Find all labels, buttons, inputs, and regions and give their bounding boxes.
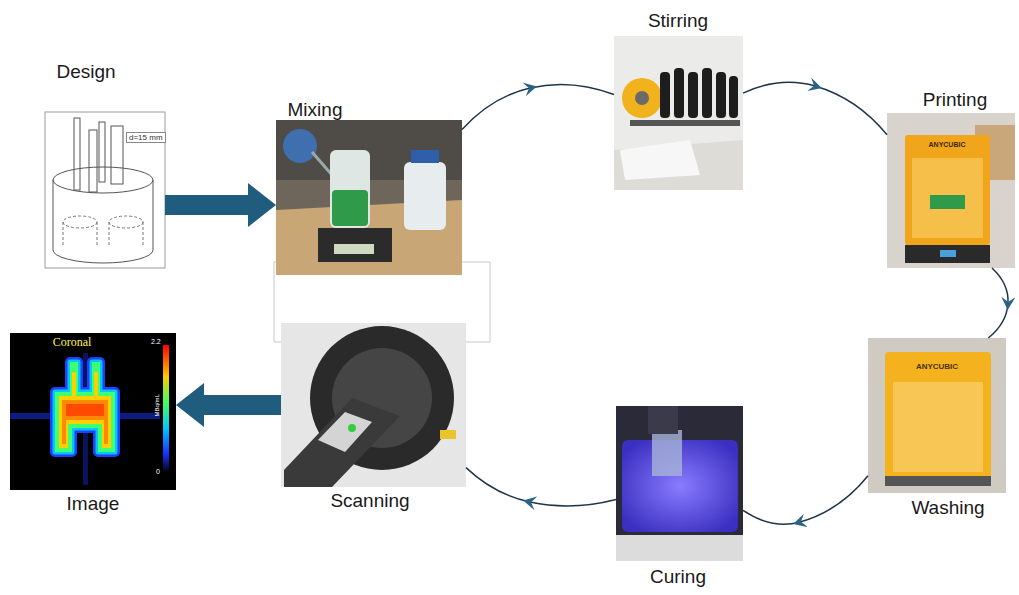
step-caption: Design <box>56 60 115 84</box>
scanning-photo <box>281 323 466 487</box>
pet-image <box>10 333 176 490</box>
photo-label: ANYCUBIC <box>916 362 958 371</box>
step-node: Mixing <box>276 98 462 275</box>
printing-photo <box>887 113 1015 268</box>
photo-label: 0 <box>156 468 160 476</box>
cycle-connector <box>988 268 1008 338</box>
design-drawing <box>45 112 165 268</box>
photo-label: d=15 mm <box>126 132 166 143</box>
photo-label: ANYCUBIC <box>929 141 966 149</box>
step-node: Printing <box>887 88 1015 268</box>
photo-label: Coronal <box>53 336 92 350</box>
flow-arrow <box>176 383 281 427</box>
mixing-photo <box>276 120 462 275</box>
stirring-photo <box>614 36 743 190</box>
step-node: Stirring <box>614 9 743 190</box>
cycle-connector <box>462 84 614 129</box>
photo-label: MBq/mL <box>154 394 161 416</box>
step-caption: Image <box>67 492 120 516</box>
curing-photo <box>616 406 743 561</box>
cycle-connector <box>743 476 868 524</box>
step-caption: Curing <box>650 565 706 589</box>
step-node: Curing <box>616 406 743 589</box>
step-caption: Scanning <box>330 489 409 513</box>
step-node: Design <box>45 60 165 268</box>
cycle-connector <box>743 82 887 134</box>
flow-arrow <box>165 183 276 227</box>
photo-label: 2.2 <box>151 338 161 346</box>
step-caption: Washing <box>911 496 984 520</box>
washing-photo <box>868 338 1006 493</box>
step-node: Image <box>10 333 176 516</box>
step-caption: Stirring <box>648 9 708 33</box>
step-node: Scanning <box>281 323 466 513</box>
cycle-connector <box>466 468 616 506</box>
step-caption: Printing <box>923 88 987 112</box>
step-caption: Mixing <box>288 98 343 122</box>
